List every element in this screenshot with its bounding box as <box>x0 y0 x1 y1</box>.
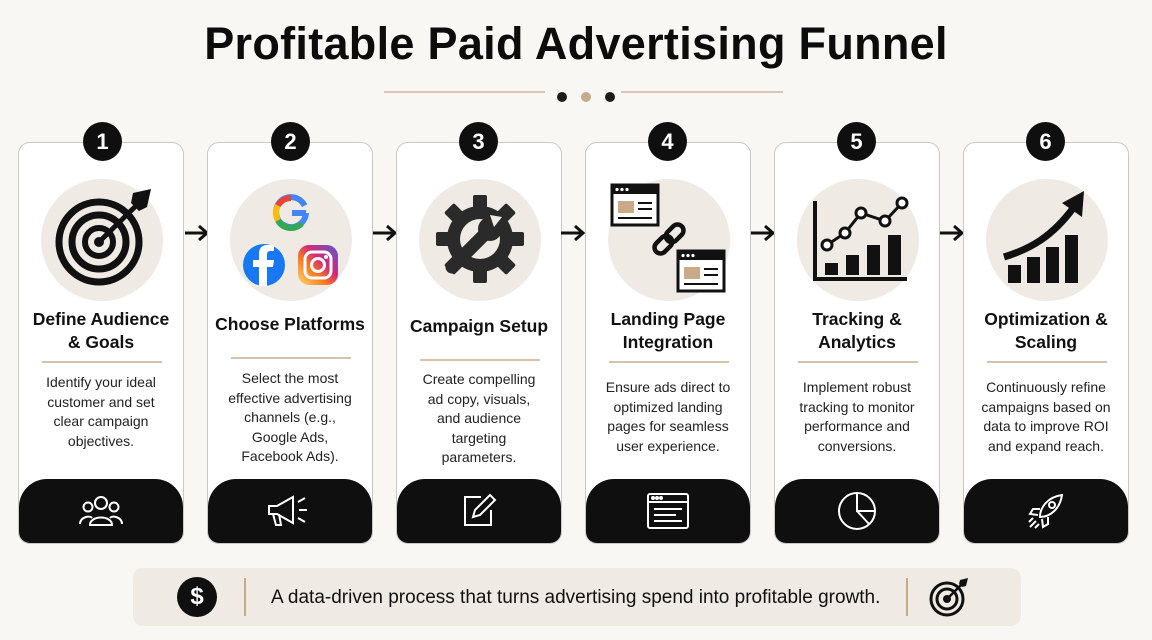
facebook-icon <box>243 244 285 286</box>
edit-icon <box>464 493 497 526</box>
growth-arrow-icon <box>986 179 1108 301</box>
page-title: Profitable Paid Advertising Funnel <box>204 18 948 69</box>
step-card-1: Define Audience& Goals Identify your ide… <box>18 142 184 544</box>
step-number-badge: 2 <box>271 122 310 161</box>
target-icon <box>41 179 163 301</box>
step-footer <box>208 479 372 543</box>
users-icon <box>79 496 123 526</box>
arrow-right-icon <box>373 224 398 242</box>
target-icon <box>929 578 968 617</box>
step-footer <box>964 479 1128 543</box>
title-divider-right <box>621 91 783 93</box>
linked-pages-icon <box>608 179 730 301</box>
step-title: Tracking &Analytics <box>812 309 902 352</box>
rocket-icon <box>1028 493 1064 529</box>
step-footer <box>19 479 183 543</box>
step-footer <box>775 479 939 543</box>
step-divider <box>420 359 540 361</box>
banner-text: A data-driven process that turns adverti… <box>271 587 881 608</box>
banner-divider <box>244 578 246 616</box>
step-divider <box>987 361 1107 363</box>
megaphone-icon <box>268 495 307 526</box>
step-number-badge: 4 <box>648 122 687 161</box>
step-number-badge: 3 <box>459 122 498 161</box>
divider-dot <box>557 92 567 102</box>
step-divider <box>798 361 918 363</box>
instagram-icon <box>298 245 338 285</box>
step-footer <box>397 479 561 543</box>
divider-dot <box>581 92 591 102</box>
step-divider <box>231 357 351 359</box>
step-number-badge: 6 <box>1026 122 1065 161</box>
step-title: Campaign Setup <box>409 316 549 336</box>
browser-window-icon <box>647 493 689 529</box>
title-divider-left <box>384 91 545 93</box>
arrow-right-icon <box>561 224 586 242</box>
step-number-badge: 1 <box>83 122 122 161</box>
gear-wrench-icon <box>419 179 541 301</box>
social-platforms-icon <box>230 179 352 301</box>
dollar-icon: $ <box>177 577 217 617</box>
banner-divider <box>906 578 908 616</box>
step-title: Define Audience& Goals <box>32 309 170 352</box>
step-number-badge: 5 <box>837 122 876 161</box>
arrow-right-icon <box>751 224 776 242</box>
step-title: Optimization &Scaling <box>984 309 1108 352</box>
pie-chart-icon <box>838 492 876 530</box>
summary-banner: $ A data-driven process that turns adver… <box>133 568 1021 626</box>
step-divider <box>609 361 729 363</box>
line-bar-chart-icon <box>797 179 919 301</box>
step-card-6: Optimization &Scaling Continuously refin… <box>963 142 1129 544</box>
divider-dot <box>605 92 615 102</box>
step-footer <box>586 479 750 543</box>
step-title: Choose Platforms <box>215 314 365 334</box>
arrow-right-icon <box>940 224 965 242</box>
step-divider <box>42 361 162 363</box>
